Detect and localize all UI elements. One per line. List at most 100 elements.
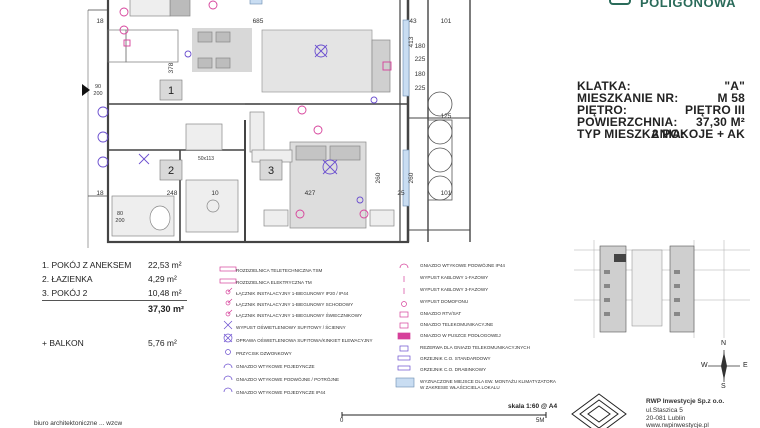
room-name: 2. ŁAZIENKA bbox=[42, 274, 93, 284]
dim: 180 bbox=[415, 71, 426, 78]
legend-item: ROZDZIELNICA ELEKTRYCZNA TM bbox=[236, 280, 312, 285]
legend-item: GNIAZDO WTYKOWE POJEDYNCZE IP44 bbox=[236, 390, 326, 395]
walls bbox=[87, 0, 471, 248]
legend-item: W ZAKRESIE WŁAŚCICIELA LOKALU bbox=[420, 385, 500, 390]
dim: 125 bbox=[441, 113, 452, 120]
developer-logo-icon bbox=[571, 393, 627, 428]
dim: 260 bbox=[408, 172, 415, 183]
info-value: 2 POKOJE + AK bbox=[651, 127, 745, 141]
legend-item: REZERWA DLA GNIAZD TELEKOMUNIKACYJNYCH bbox=[420, 345, 530, 350]
dim: 80 bbox=[117, 211, 123, 217]
dim: 685 bbox=[253, 18, 264, 25]
room-badge-labels: 1 2 3 bbox=[168, 85, 274, 177]
legend-item: ŁĄCZNIK INSTALACYJNY 1-BIEGUNOWY SCHODOW… bbox=[236, 302, 354, 307]
developer-web: www.rwpinwestycje.pl bbox=[646, 422, 709, 428]
logo-text: POLIGONOWA bbox=[640, 0, 736, 10]
balcony-name: + BALKON bbox=[42, 338, 84, 348]
balcony-area: 5,76 m² bbox=[148, 338, 177, 348]
dim: 225 bbox=[415, 85, 426, 92]
info-label: POWIERZCHNIA: bbox=[577, 115, 678, 129]
room-name: 3. POKÓJ 2 bbox=[42, 288, 88, 298]
info-label: KLATKA: bbox=[577, 79, 631, 93]
dim: 200 bbox=[115, 218, 124, 224]
site-plan bbox=[574, 240, 750, 338]
info-value: M 58 bbox=[717, 91, 745, 105]
dim: 50x113 bbox=[198, 156, 214, 162]
dim: 101 bbox=[441, 18, 452, 25]
architect-footer: biuro architektoniczne ... wzcw bbox=[34, 420, 123, 427]
scale-zero: 0 bbox=[340, 418, 344, 424]
total-area: 37,30 m² bbox=[148, 304, 185, 314]
dim: 248 bbox=[167, 190, 178, 197]
dim: 18 bbox=[96, 190, 104, 197]
logo-icon bbox=[609, 0, 631, 5]
balcony-glass bbox=[427, 91, 453, 201]
dim: 101 bbox=[441, 190, 452, 197]
dim: 180 bbox=[415, 43, 426, 50]
legend-item: GNIAZDO WTYKOWE POJEDYNCZE bbox=[236, 364, 315, 369]
dimension-labels: 685 43 101 378 413 180 225 180 225 260 5… bbox=[93, 18, 451, 224]
dim: 18 bbox=[96, 18, 104, 25]
dim: 10 bbox=[211, 190, 219, 197]
compass-n: N bbox=[721, 340, 727, 347]
legend-item: WYPUST DOMOFONU bbox=[420, 299, 469, 304]
pink-markers bbox=[119, 0, 392, 219]
electric-symbols bbox=[97, 44, 378, 204]
info-label: TYP MIESZKANIA: bbox=[577, 127, 686, 141]
dim: 260 bbox=[375, 172, 382, 183]
dim: 200 bbox=[93, 91, 102, 97]
room-area: 22,53 m² bbox=[148, 260, 182, 270]
room-name: 1. POKÓJ Z ANEKSEM bbox=[42, 260, 132, 270]
room-2-label: 2 bbox=[168, 165, 174, 177]
entrance-arrow-icon bbox=[82, 84, 90, 96]
developer-city: 20-081 Lublin bbox=[646, 415, 686, 422]
info-value: "A" bbox=[724, 79, 745, 93]
dim: 25 bbox=[397, 190, 405, 197]
furniture-room-3 bbox=[249, 111, 395, 229]
dim: 43 bbox=[409, 18, 417, 25]
developer-name: RWP Inwestycje Sp.z o.o. bbox=[646, 398, 725, 405]
dim: 427 bbox=[305, 190, 316, 197]
scale-label: skala 1:60 @ A4 bbox=[508, 403, 558, 410]
legend-item: GRZEJNIK C.O. DRABINKOWY bbox=[420, 367, 487, 372]
dim: 225 bbox=[415, 56, 426, 63]
legend-item: PRZYCISK DZWONKOWY bbox=[236, 351, 292, 356]
compass-s: S bbox=[721, 383, 726, 390]
legend-item: ŁĄCZNIK INSTALACYJNY 1-BIEGUNOWY ŚWIECZN… bbox=[236, 313, 363, 318]
legend-item: WYPUST OŚWIETLENIOWY SUFITOWY / ŚCIENNY bbox=[236, 325, 346, 330]
room-1-label: 1 bbox=[168, 85, 174, 97]
legend-item: WYPUST KABLOWY 1-FAZOWY bbox=[420, 275, 489, 280]
floor-plan: 1 2 3 685 43 101 378 413 180 225 180 225… bbox=[82, 0, 471, 248]
furniture-room-1 bbox=[107, 0, 391, 93]
dim: 90 bbox=[95, 84, 101, 90]
legend-item: ŁĄCZNIK INSTALACYJNY 1-BIEGUNOWY IP20 / … bbox=[236, 291, 349, 296]
developer-street: ul.Staszica 5 bbox=[646, 407, 683, 414]
info-value: PIĘTRO III bbox=[684, 103, 745, 117]
dim: 378 bbox=[168, 62, 175, 73]
legend-item: OPRAWA OŚWIETLENIOWA SUFITOWA/KINKIET EL… bbox=[236, 338, 373, 343]
legend-item: GNIAZDO RTV/SAT bbox=[420, 311, 462, 316]
compass-e: E bbox=[743, 362, 748, 369]
legend-item: GNIAZDO WTYKOWE PODWÓJNE IP44 bbox=[420, 263, 505, 268]
windows bbox=[249, 0, 410, 207]
info-label: MIESZKANIE NR: bbox=[577, 91, 679, 105]
scale-max: 5M bbox=[536, 418, 545, 424]
legend-item: GNIAZDO TELEKOMUNIKACYJNE bbox=[420, 322, 494, 327]
legend-right-icons bbox=[395, 263, 415, 388]
room-badges bbox=[159, 79, 283, 181]
compass-icon bbox=[708, 350, 740, 382]
compass-w: W bbox=[701, 362, 708, 369]
room-area: 4,29 m² bbox=[148, 274, 177, 284]
legend-item: GNIAZDO W PUSZCE PODŁOGOWEJ bbox=[420, 333, 501, 338]
legend-left-icons bbox=[219, 266, 237, 393]
info-value: 37,30 M² bbox=[696, 115, 745, 129]
info-label: PIĘTRO: bbox=[577, 103, 628, 117]
apartment-location-marker bbox=[614, 254, 626, 262]
legend-item: GRZEJNIK C.O. STANDARDOWY bbox=[420, 356, 491, 361]
legend-item: GNIAZDO WTYKOWE PODWÓJNE / POTRÓJNE bbox=[236, 377, 340, 382]
scale-bar bbox=[341, 412, 547, 418]
dim: 413 bbox=[408, 36, 415, 47]
table-divider bbox=[42, 300, 187, 301]
legend-item: WYZNACZONE MIEJSCE DLA EW. MONTAŻU KLIMA… bbox=[420, 379, 556, 384]
legend-item: ROZDZIELNICA TELETECHNICZNA TSM bbox=[236, 268, 323, 273]
